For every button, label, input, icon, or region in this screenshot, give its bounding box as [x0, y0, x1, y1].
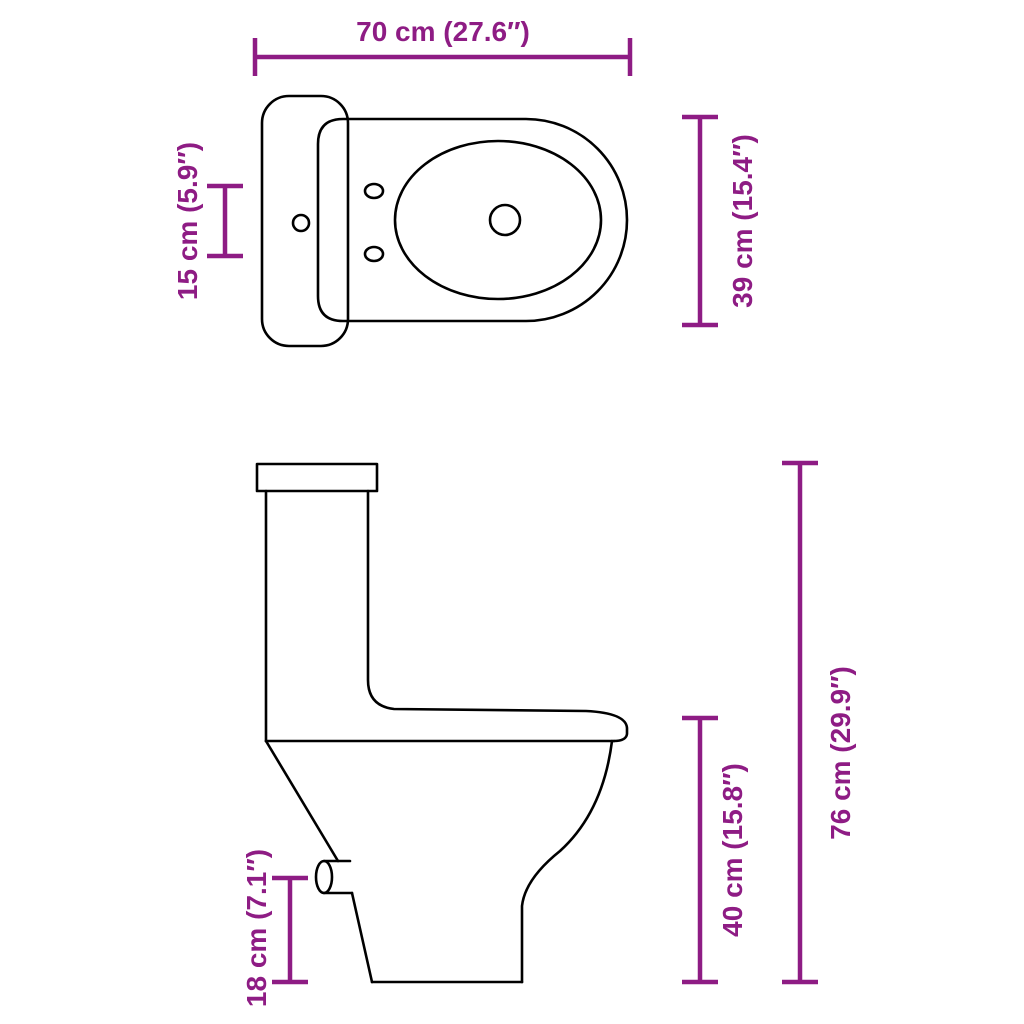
top-view-bolt-hole-lower: [363, 245, 385, 263]
side-view-pedestal-back-lower: [350, 891, 374, 984]
dimension-line-outlet-height: [272, 875, 308, 985]
top-view-drain-hole: [488, 203, 522, 237]
dim-label-seat-height: 40 cm (15.8″): [717, 763, 748, 937]
dim-label-total-height: 76 cm (29.9″): [825, 666, 856, 840]
top-view: [260, 94, 629, 348]
top-view-flush-button-icon: [291, 213, 311, 233]
top-view-bolt-hole-upper: [363, 182, 385, 200]
dim-label-top-width: 70 cm (27.6″): [356, 16, 530, 47]
dimension-line-seat-width: [682, 114, 718, 328]
dimension-line-seat-height: [682, 715, 718, 985]
dimension-line-top-width: [252, 38, 633, 76]
dimension-lines: [207, 38, 818, 985]
top-view-cistern-outline: [260, 94, 350, 348]
side-view-outlet-pipe: [314, 859, 354, 895]
dim-label-tank-depth: 15 cm (5.9″): [172, 142, 203, 300]
side-view-cistern-lid: [255, 462, 379, 493]
side-view-cistern-front-and-seat: [366, 489, 629, 743]
top-view-bowl-oval: [393, 139, 603, 301]
dimension-line-total-height: [782, 460, 818, 985]
dim-label-outlet-height: 18 cm (7.1″): [241, 849, 272, 1007]
top-view-seat-outline: [316, 117, 629, 323]
dim-label-seat-width: 39 cm (15.4″): [727, 134, 758, 308]
dimension-labels: 70 cm (27.6″) 15 cm (5.9″) 39 cm (15.4″)…: [172, 16, 856, 1007]
dimension-line-tank-depth: [207, 183, 243, 259]
side-view-pedestal-back-upper: [264, 739, 340, 863]
side-view: [255, 462, 629, 984]
side-view-bowl-front: [520, 739, 614, 984]
